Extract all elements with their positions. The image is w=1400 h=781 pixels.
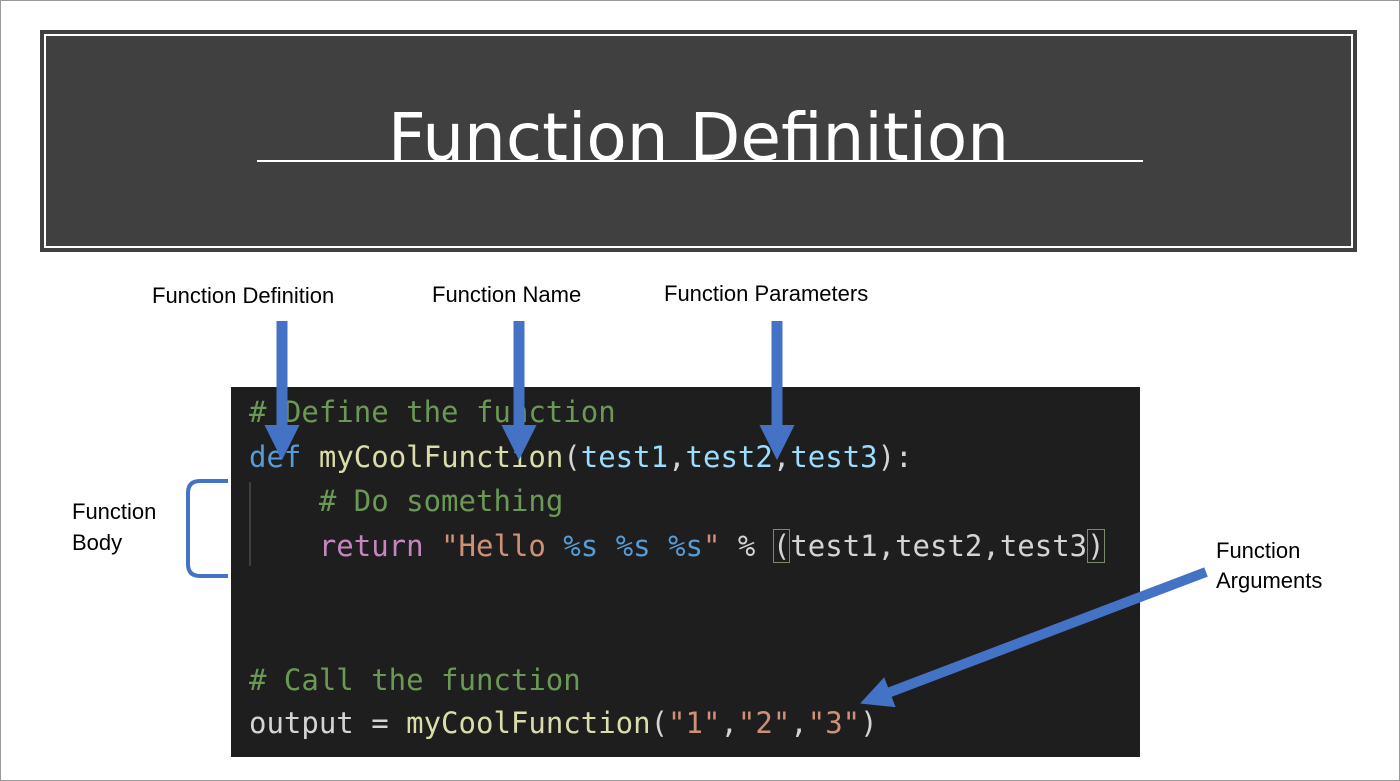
code-line-1: # Define the function [249, 392, 616, 432]
format-s-2: %s [615, 529, 651, 563]
string-space-2 [651, 529, 668, 563]
comment-define: # Define the function [249, 395, 616, 429]
label-function-body-line2: Body [72, 530, 123, 555]
call-open-paren: ( [650, 706, 669, 740]
comment-call: # Call the function [249, 663, 581, 697]
string-close-quote: " [703, 529, 721, 563]
indent-guide [249, 482, 251, 566]
title-underline [257, 160, 1143, 162]
title-banner: Function Definition [40, 30, 1357, 252]
call-comma-1: , [720, 706, 738, 740]
return-args: test1,test2,test3 [790, 529, 1088, 563]
code-line-2: def myCoolFunction(test1,test2,test3): [249, 437, 913, 477]
close-paren-colon: ): [877, 440, 913, 474]
format-s-3: %s [668, 529, 703, 563]
string-hello: "Hello [441, 529, 564, 563]
param-test1: test1 [580, 440, 669, 474]
bracket-open-highlight: ( [772, 529, 791, 563]
string-space-1 [598, 529, 615, 563]
label-function-parameters: Function Parameters [664, 281, 869, 306]
label-function-arguments-line2: Arguments [1216, 568, 1323, 593]
label-function-body-line1: Function [72, 499, 157, 524]
keyword-def: def [249, 440, 302, 474]
call-comma-2: , [790, 706, 808, 740]
label-function-definition: Function Definition [152, 283, 335, 308]
open-paren: ( [563, 440, 581, 474]
call-close-paren: ) [860, 706, 878, 740]
param-test3: test3 [790, 440, 878, 474]
code-line-3: # Do something [249, 481, 563, 521]
label-function-arguments-line1: Function [1216, 538, 1301, 563]
arg-1: "1" [668, 706, 721, 740]
code-block: # Define the function def myCoolFunction… [231, 387, 1140, 757]
call-function-name: myCoolFunction [406, 706, 651, 740]
arg-2: "2" [737, 706, 791, 740]
format-s-1: %s [563, 529, 599, 563]
code-line-6: output = myCoolFunction("1","2","3") [249, 703, 878, 743]
function-name-token: myCoolFunction [318, 440, 564, 474]
comment-do-something: # Do something [318, 484, 564, 518]
bracket-close-highlight: ) [1087, 529, 1105, 563]
comma-1: , [668, 440, 686, 474]
keyword-return: return [318, 529, 424, 563]
param-test2: test2 [685, 440, 773, 474]
slide-title: Function Definition [387, 99, 1010, 176]
code-line-5: # Call the function [249, 660, 581, 700]
modulo-operator: % [720, 529, 773, 563]
arg-3: "3" [807, 706, 861, 740]
comma-2: , [772, 440, 791, 474]
code-line-4: return "Hello %s %s %s" % (test1,test2,t… [249, 526, 1105, 566]
label-function-name: Function Name [432, 282, 582, 307]
output-assignment: output = [249, 706, 407, 740]
